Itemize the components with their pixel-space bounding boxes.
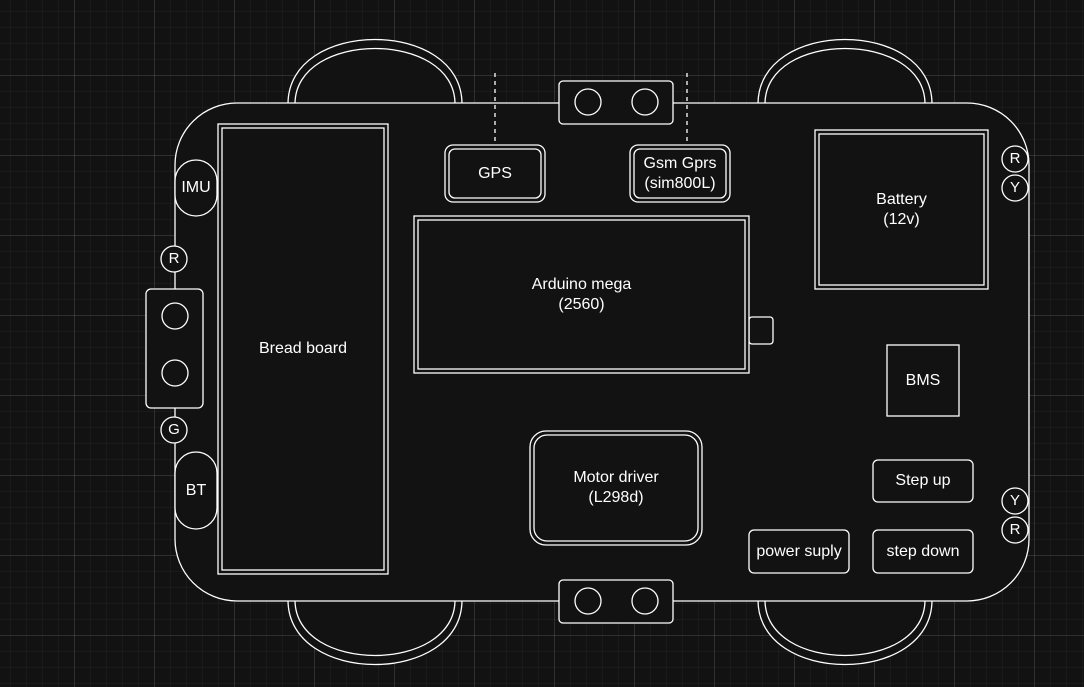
led-left-green [160, 416, 188, 444]
bread-board [217, 123, 389, 575]
battery [814, 129, 989, 290]
led-right-top-yellow-label: Y [1009, 179, 1020, 196]
arduino-label: Arduino mega (2560) [531, 275, 632, 313]
bt-label: BT [185, 481, 207, 499]
led-right-bottom-yellow-label: Y [1009, 492, 1020, 509]
step-up-label: Step up [895, 472, 951, 489]
motor-driver [529, 430, 703, 546]
power-supply-module [748, 529, 850, 574]
led-left-red [160, 245, 188, 273]
imu-module [174, 159, 218, 217]
gps-module [444, 144, 546, 203]
bt-module [174, 451, 218, 530]
motor-driver-label: Motor driver (L298d) [573, 469, 659, 506]
gps-label: GPS [478, 164, 512, 182]
wheel-bottom-right [757, 599, 933, 665]
led-left-green-label: G [168, 421, 180, 438]
wheel-top-left [287, 39, 463, 105]
gsm-label: Gsm Gprs (sim800L) [643, 154, 717, 192]
led-right-top-red-label: R [1009, 150, 1021, 167]
step-up-module [872, 459, 974, 503]
wheel-bottom-left [287, 599, 463, 665]
ultrasonic-sensor-rear [558, 579, 674, 624]
gsm-module [629, 144, 731, 203]
bms-module [886, 344, 960, 417]
ultrasonic-sensor-side [145, 288, 204, 409]
led-right-bottom-red-label: R [1009, 521, 1021, 538]
led-left-red-label: R [168, 250, 180, 267]
led-right-bottom-red [1001, 516, 1029, 544]
power-supply-label: power suply [756, 542, 842, 560]
led-right-bottom-yellow [1001, 487, 1029, 515]
imu-label: IMU [181, 179, 211, 196]
bread-board-label: Bread board [258, 340, 348, 357]
ultrasonic-sensor-front [558, 80, 674, 125]
step-down-label: step down [886, 542, 960, 560]
step-down-module [872, 529, 974, 574]
battery-label: Battery (12v) [876, 190, 927, 228]
led-right-top-yellow [1001, 174, 1029, 202]
wheel-top-right [757, 39, 933, 105]
arduino-board [413, 215, 774, 374]
led-right-top-red [1001, 145, 1029, 173]
bms-label: BMS [905, 371, 941, 389]
